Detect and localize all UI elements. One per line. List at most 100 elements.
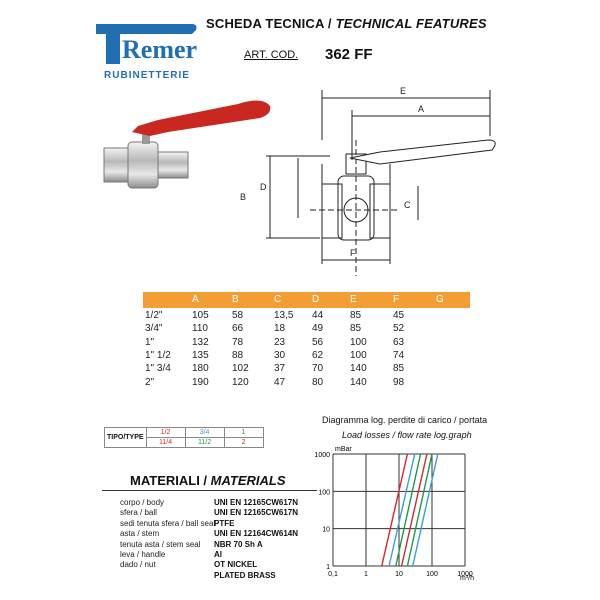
dim-col-header: D [312, 294, 320, 305]
material-value: OT NICKEL [214, 560, 258, 570]
art-label: ART. COD. [244, 49, 299, 61]
valve-photo [98, 96, 278, 206]
dim-cell: 49 [312, 323, 324, 335]
dim-cell: 63 [393, 336, 405, 348]
type-table-label: TIPO/TYPE [104, 427, 147, 448]
dim-cell: 98 [393, 376, 405, 388]
dim-cell: 132 [192, 336, 209, 348]
chart-y-label: mBar [335, 446, 352, 453]
dim-cell: 56 [312, 336, 324, 348]
brand-subtitle: RUBINETTERIE [104, 70, 190, 81]
title-italian: SCHEDA TECNICA / [206, 16, 332, 31]
dim-cell: 23 [274, 336, 286, 348]
dim-col-header: F [393, 294, 400, 305]
material-label: corpo / body [120, 498, 165, 507]
dim-row-size: 1" 3/4 [145, 363, 171, 375]
type-cell: 1 [223, 427, 264, 438]
chart-y-tick: 10 [322, 527, 330, 534]
dim-cell: 58 [232, 310, 244, 321]
type-cell: 1/2 [145, 427, 186, 438]
materials-title-en: MATERIALS [210, 473, 286, 488]
dim-col-header: E [350, 294, 357, 305]
dim-cell: 13,5 [274, 310, 294, 321]
chart-series-line [388, 453, 416, 567]
dim-cell: 70 [312, 363, 324, 375]
dim-cell: 78 [232, 336, 244, 348]
material-value: PLATED BRASS [214, 570, 276, 580]
type-table: TIPO/TYPE 1/2 3/4 1 11/4 11/2 2 [104, 427, 264, 448]
chart-series-line [381, 453, 409, 567]
dim-label-a: A [418, 104, 424, 114]
material-label: sfera / ball [120, 508, 157, 518]
dim-cell: 88 [232, 349, 244, 361]
dim-cell: 180 [192, 363, 209, 375]
material-value: NBR 70 Sh A [214, 539, 263, 549]
material-value: PTFE [214, 518, 235, 528]
chart-y-tick: 1 [326, 564, 330, 571]
dim-cell: 18 [274, 323, 286, 335]
dim-cell: 140 [350, 363, 367, 375]
material-label: leva / handle [120, 550, 166, 559]
materials-divider [102, 490, 317, 491]
chart-y-tick: 100 [318, 489, 330, 496]
material-value: UNI EN 12164CW614N [214, 529, 299, 539]
material-label: sedi tenuta sfera / ball seal [120, 518, 216, 528]
dim-cell: 120 [232, 376, 249, 388]
dim-cell: 47 [274, 376, 286, 388]
chart-title: Diagramma log. perdite di carico / porta… [322, 415, 488, 425]
dim-cell: 100 [350, 349, 367, 361]
dim-cell: 45 [393, 310, 405, 321]
dim-col-header: C [274, 294, 282, 305]
type-cell: 3/4 [184, 427, 225, 438]
dim-cell: 85 [350, 310, 362, 321]
chart-y-tick: 1000 [314, 452, 330, 459]
chart-x-tick: 0,1 [328, 571, 338, 578]
dim-cell: 105 [192, 310, 209, 321]
chart-series-line [395, 453, 422, 567]
material-value: UNI EN 12165CW617N [214, 498, 299, 507]
material-value: UNI EN 12165CW617N [214, 508, 299, 518]
dim-cell: 74 [393, 349, 405, 361]
dim-cell: 30 [274, 349, 286, 361]
chart-x-tick: 1000 [457, 571, 473, 578]
dim-cell: 66 [232, 323, 244, 335]
materials-title: MATERIALI / MATERIALS [130, 473, 286, 488]
dim-cell: 100 [350, 336, 367, 348]
chart-subtitle: Load losses / flow rate log.graph [342, 430, 472, 440]
dim-label-d: D [260, 182, 267, 192]
dim-row-size: 3/4" [145, 323, 163, 335]
dim-label-e: E [400, 86, 406, 96]
dim-cell: 110 [192, 323, 208, 335]
chart-x-tick: 1 [364, 571, 368, 578]
dim-cell: 85 [350, 323, 362, 335]
dim-cell: 135 [192, 349, 209, 361]
dim-cell: 62 [312, 349, 324, 361]
dim-cell: 37 [274, 363, 286, 375]
chart-x-tick: 100 [426, 571, 438, 578]
dim-cell: 190 [192, 376, 209, 388]
dim-label-b: B [240, 192, 246, 202]
dim-col-header: G [436, 294, 444, 305]
art-code: 362 FF [325, 46, 373, 63]
material-label: dado / nut [120, 560, 156, 570]
dim-cell: 102 [232, 363, 249, 375]
dim-cell: 52 [393, 323, 405, 335]
material-value: Al [214, 550, 222, 559]
dim-row-size: 2" [145, 376, 155, 388]
chart-series-line [412, 453, 439, 567]
title-english: TECHNICAL FEATURES [335, 16, 487, 31]
dim-row-size: 1" [145, 336, 155, 348]
chart-x-label: m³/h [460, 575, 474, 582]
chart-series-line [406, 453, 433, 567]
material-label: tenuta asta / stem seal [120, 539, 201, 549]
brand-logo-text: Remer [122, 35, 197, 64]
materials-title-it: MATERIALI / [130, 473, 208, 488]
type-cell: 11/2 [184, 437, 225, 448]
dim-cell: 80 [312, 376, 324, 388]
type-cell: 11/4 [145, 437, 186, 448]
dim-row-size: 1/2" [145, 310, 163, 321]
dim-cell: 85 [393, 363, 405, 375]
type-cell: 2 [223, 437, 264, 448]
dim-cell: 140 [350, 376, 367, 388]
